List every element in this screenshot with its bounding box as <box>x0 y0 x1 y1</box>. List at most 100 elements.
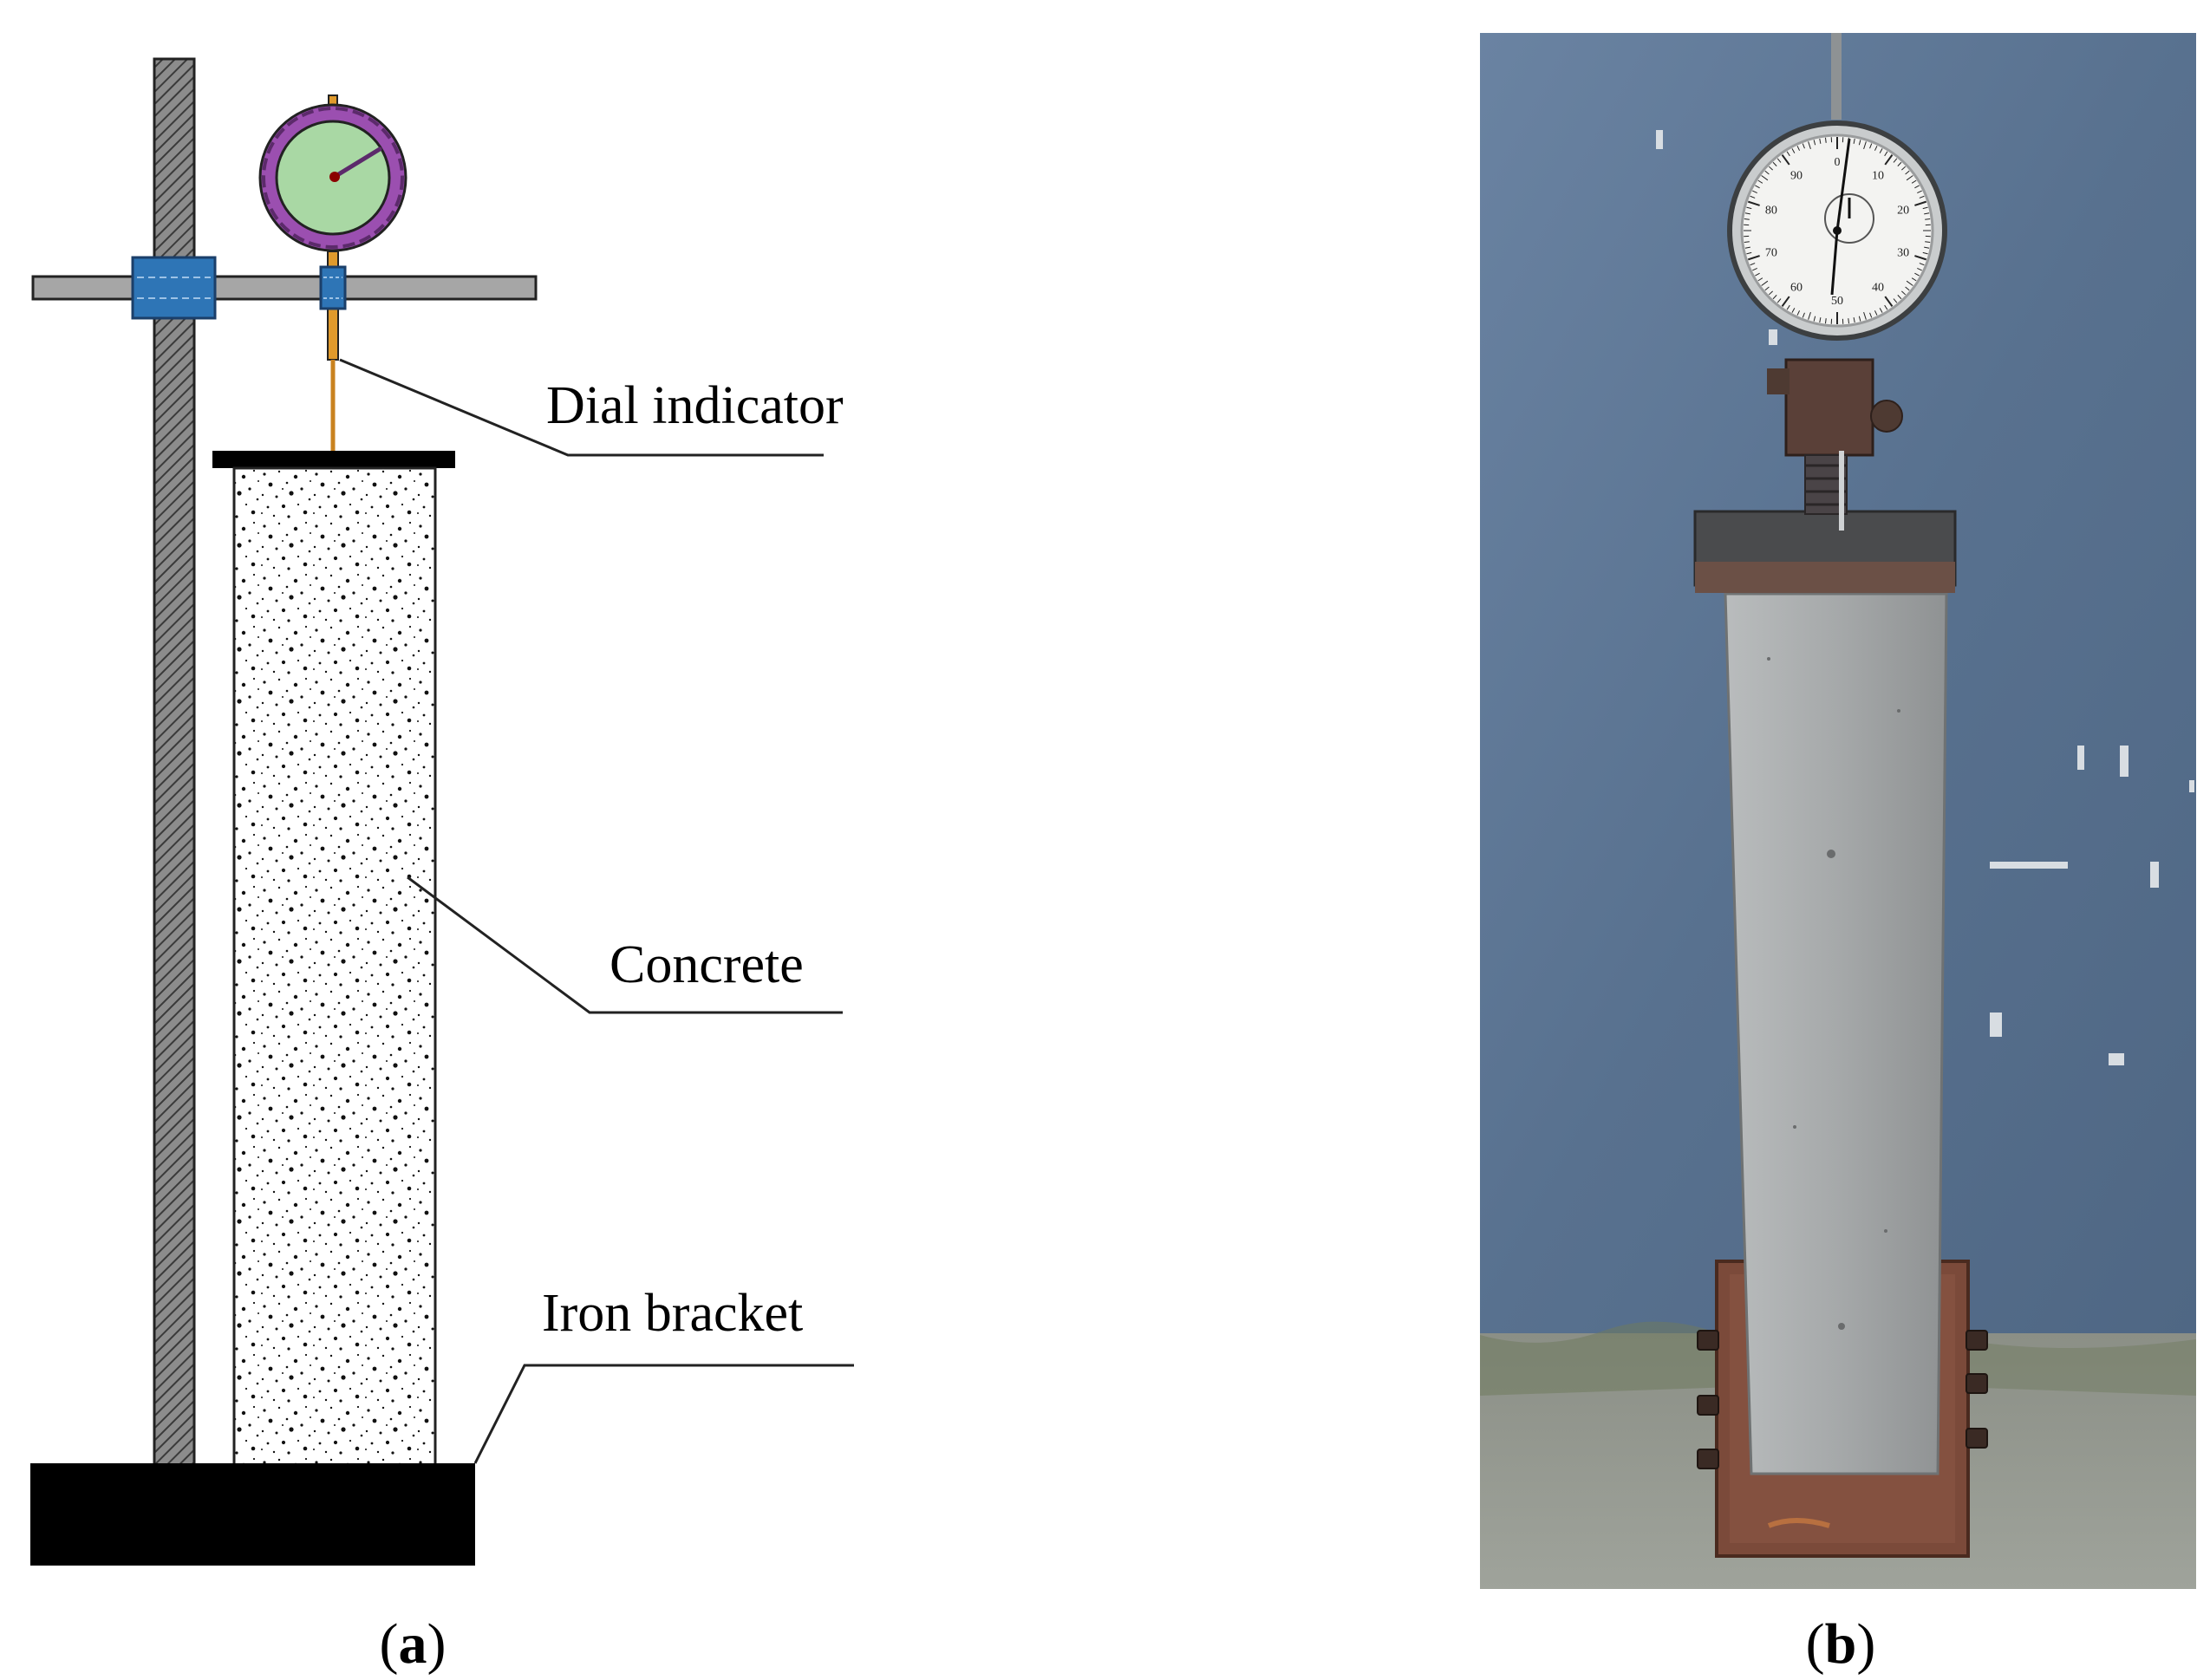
dial-tick <box>1919 263 1925 266</box>
dial-tick <box>1858 316 1861 322</box>
dial-tick <box>1884 154 1894 166</box>
dial-tick <box>1796 310 1801 316</box>
dial-tick <box>1764 286 1770 291</box>
dial-number: 30 <box>1897 247 1909 260</box>
top-plate <box>212 451 455 468</box>
dial-tick <box>1874 310 1878 316</box>
panel-a-schematic: Dial indicator Concrete Iron bracket (a) <box>30 57 854 1676</box>
dial-tick <box>1924 212 1930 215</box>
dial-tick <box>1752 190 1757 194</box>
dial-tick <box>1879 308 1883 313</box>
dial-number: 10 <box>1872 169 1884 182</box>
caption-a: (a) <box>380 1612 447 1676</box>
dial-tick <box>1925 241 1931 244</box>
dial-tick <box>1744 218 1750 220</box>
dial-tick <box>1917 267 1922 271</box>
bolt-icons <box>1697 1330 1988 1469</box>
dial-tick <box>1905 286 1910 291</box>
dial-tick <box>1858 140 1861 146</box>
dial-tick <box>1776 158 1782 163</box>
dial-tick <box>1824 318 1827 324</box>
dial-tick <box>1848 137 1850 143</box>
dial-tick <box>1757 277 1763 282</box>
dial-tick <box>1824 137 1827 143</box>
dial-tick <box>1768 290 1773 296</box>
iron-bracket-base <box>30 1463 475 1566</box>
leader-dial-indicator <box>339 358 824 457</box>
dial-number: 40 <box>1872 282 1884 295</box>
dial-tick <box>1922 251 1928 255</box>
dial-tick <box>1744 246 1750 249</box>
crossbar <box>31 275 538 301</box>
dial-tick <box>1772 161 1777 166</box>
dial-tick <box>1791 308 1796 313</box>
dial-tick <box>1911 179 1917 184</box>
leader-iron-bracket <box>473 1364 854 1464</box>
dial-tick <box>1853 317 1855 323</box>
dial-gauge-icon <box>258 103 407 252</box>
dial-tick <box>1755 272 1760 277</box>
post-clamp <box>131 256 217 320</box>
label-iron-bracket: Iron bracket <box>542 1284 803 1343</box>
dial-tick <box>1746 206 1752 210</box>
dial-tick <box>1863 312 1867 320</box>
wall-flecks <box>1656 130 2194 1065</box>
dial-tick <box>1897 161 1902 166</box>
dial-tick <box>1791 148 1796 153</box>
leader-concrete <box>407 876 843 1014</box>
dial-tick <box>1781 296 1790 307</box>
dial-tick <box>1897 295 1902 300</box>
dial-tick <box>1853 138 1855 144</box>
dial-tick <box>1919 195 1925 199</box>
dial-number: 50 <box>1831 295 1843 308</box>
dial-tick <box>1863 141 1867 149</box>
dial-tick <box>1905 170 1910 175</box>
dial-tick <box>1819 317 1822 323</box>
dial-tick <box>1747 255 1760 261</box>
dial-tick <box>1893 298 1898 303</box>
dial-number: 70 <box>1765 247 1777 260</box>
dial-tick <box>1752 267 1757 271</box>
photo-top-rod <box>1831 33 1842 120</box>
dial-tick <box>1744 241 1750 244</box>
dial-tick <box>1761 175 1769 181</box>
dial-tick <box>1776 298 1782 303</box>
dial-tick <box>1796 146 1801 151</box>
dial-tick <box>1869 143 1873 149</box>
dial-tick <box>1781 154 1790 166</box>
dial-tick <box>1744 212 1750 215</box>
label-concrete: Concrete <box>610 935 804 994</box>
dial-tick <box>1914 185 1920 189</box>
dial-tick <box>1786 304 1790 310</box>
dial-tick <box>1893 158 1898 163</box>
dial-tick <box>1757 179 1763 184</box>
dial-tick <box>1914 272 1920 277</box>
dial-tick <box>1901 290 1907 296</box>
dial-tick <box>1924 246 1930 249</box>
indicator-clamp <box>319 265 347 310</box>
dial-tick <box>1869 312 1873 318</box>
dial-tick <box>1772 295 1777 300</box>
dial-tick <box>1914 255 1927 261</box>
dial-tick <box>1802 143 1805 149</box>
photo-concrete-prism <box>1724 592 1948 1475</box>
dial-tick <box>1750 195 1756 199</box>
photo-dial-icon <box>1727 120 1947 341</box>
dial-tick <box>1808 141 1811 149</box>
dial-tick <box>1755 185 1760 189</box>
dial-tick <box>1884 296 1894 307</box>
dial-tick <box>1925 218 1931 220</box>
dial-tick <box>1879 148 1883 153</box>
dial-tick <box>1917 190 1922 194</box>
dial-tick <box>1906 280 1913 286</box>
concrete-column <box>232 466 437 1467</box>
dial-tick <box>1768 166 1773 171</box>
dial-tick <box>1808 312 1811 320</box>
dial-tick <box>1848 318 1850 324</box>
label-dial-indicator: Dial indicator <box>546 376 844 435</box>
dial-tick <box>1914 200 1927 206</box>
